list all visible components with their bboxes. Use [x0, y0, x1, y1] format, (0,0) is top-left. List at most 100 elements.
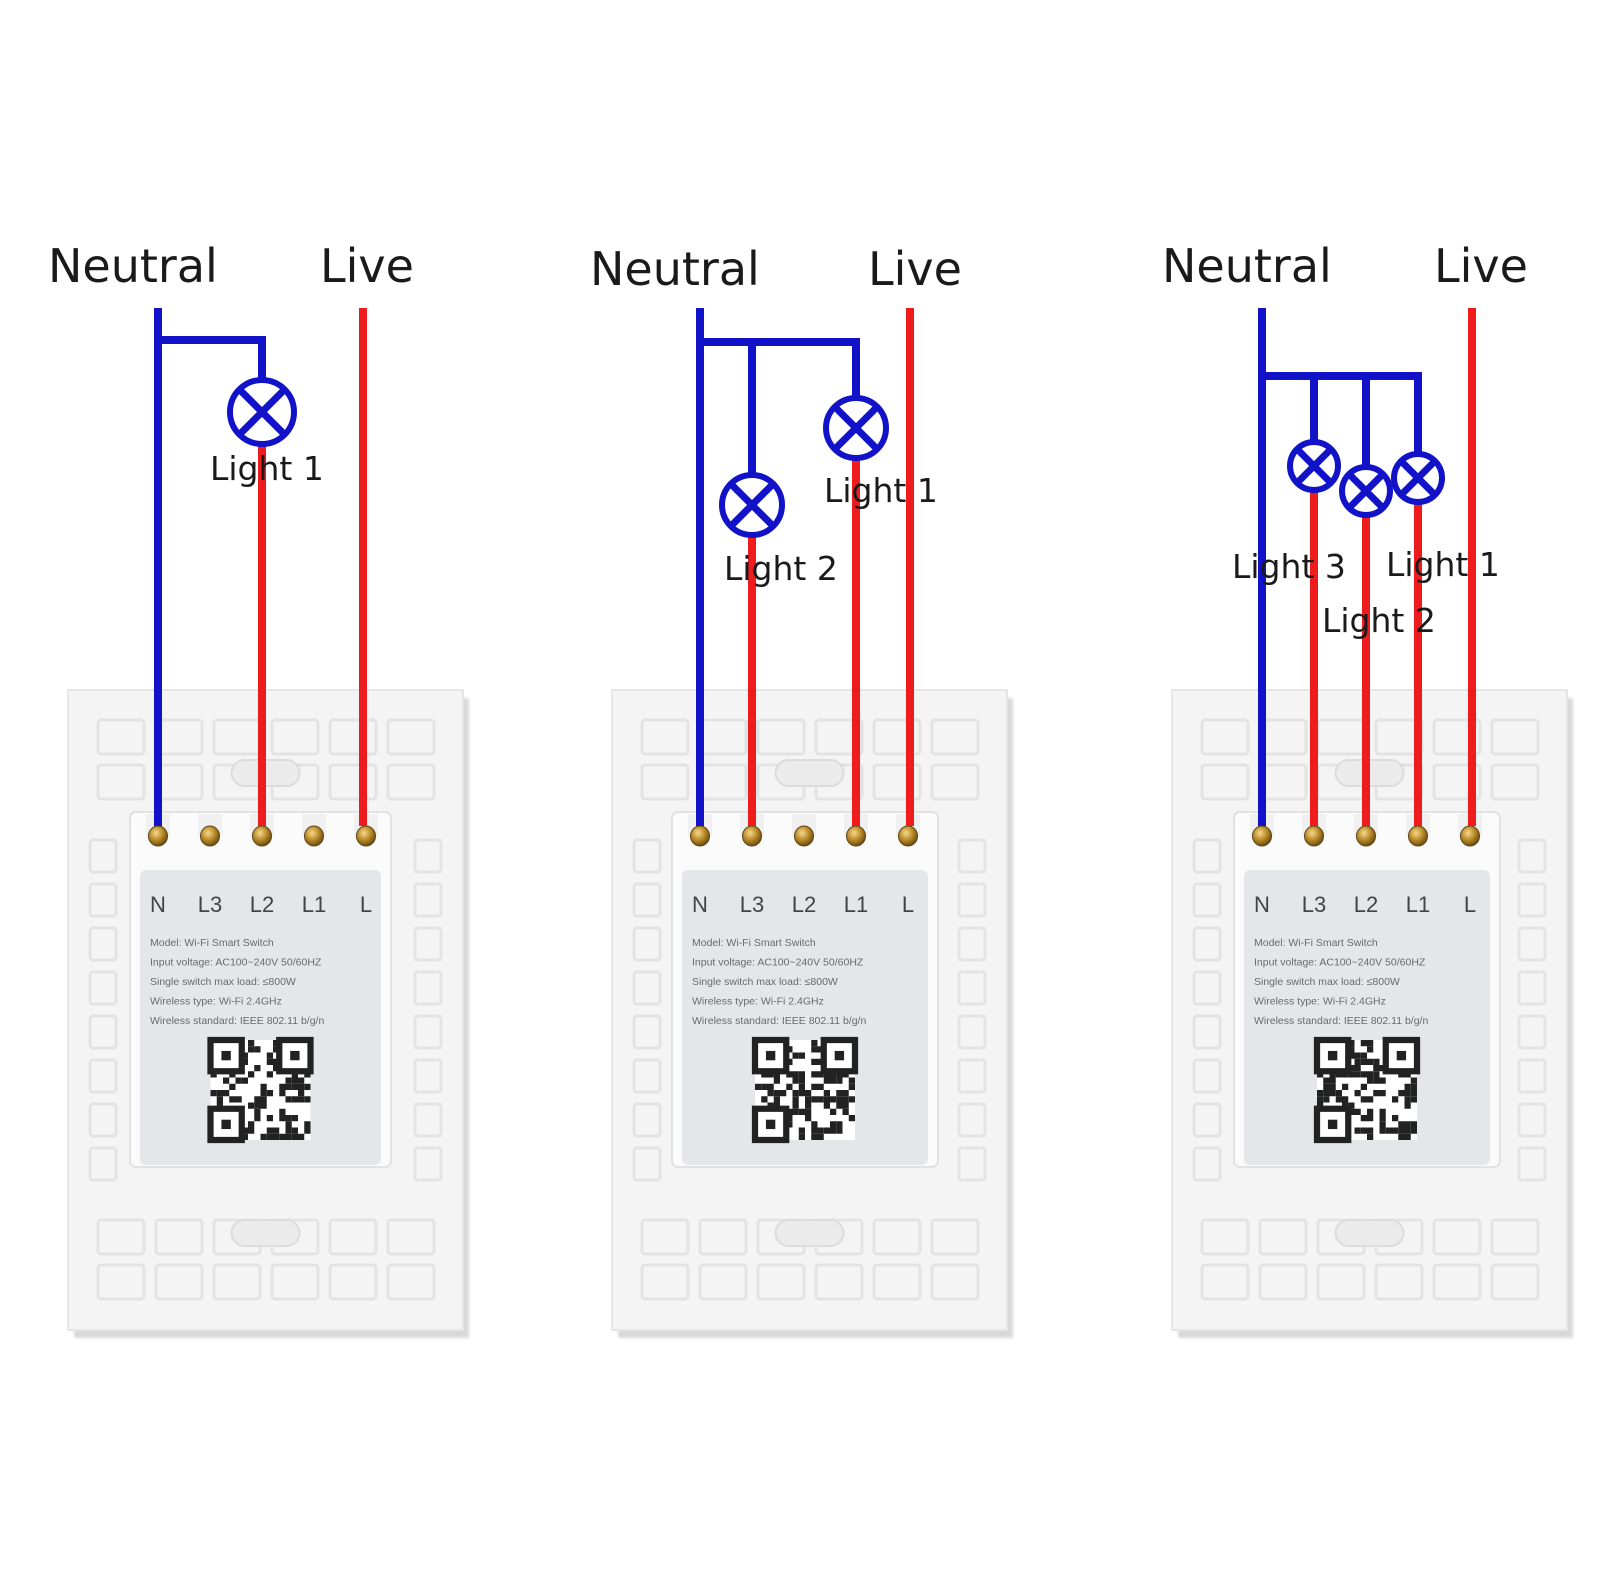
light-label: Light 1: [210, 449, 324, 488]
plate-rib: [1192, 882, 1222, 918]
qr-module: [1392, 1127, 1399, 1134]
qr-module: [773, 1096, 780, 1103]
qr-code-icon: [207, 1036, 314, 1144]
qr-module: [304, 1127, 311, 1134]
qr-module: [1379, 1090, 1386, 1097]
qr-module: [260, 1090, 267, 1097]
qr-module: [798, 1108, 805, 1115]
qr-module: [298, 1133, 305, 1140]
qr-module: [1360, 1071, 1367, 1078]
neutral-label: Neutral: [1162, 239, 1332, 293]
mounting-slot: [774, 759, 845, 787]
qr-module: [1379, 1127, 1386, 1134]
terminal-label-l: L: [902, 892, 914, 917]
qr-module: [798, 1077, 805, 1084]
terminal-label-l: L: [1464, 892, 1476, 917]
spec-line: Wireless standard: IEEE 802.11 b/g/n: [1254, 1015, 1428, 1027]
qr-module: [1317, 1090, 1324, 1097]
terminal-label-n: N: [1254, 892, 1270, 917]
spec-line: Input voltage: AC100~240V 50/60HZ: [1254, 957, 1426, 969]
qr-module: [830, 1077, 837, 1084]
qr-module: [842, 1096, 849, 1103]
lamp-cross-icon: [227, 377, 297, 447]
qr-finder-center: [765, 1119, 776, 1130]
mounting-slot: [1334, 1219, 1405, 1247]
qr-module: [298, 1077, 305, 1084]
terminal-screw-icon: [690, 825, 710, 847]
plate-rib: [640, 763, 690, 801]
qr-module: [773, 1077, 780, 1084]
plate-rib: [328, 763, 378, 801]
plate-rib: [1192, 1014, 1222, 1050]
plate-rib: [88, 1058, 118, 1094]
terminal-screw-icon: [1304, 825, 1324, 847]
plate-rib: [413, 926, 443, 962]
qr-module: [1373, 1071, 1380, 1078]
qr-module: [235, 1077, 242, 1084]
plate-rib: [957, 1014, 987, 1050]
spec-line: Wireless type: Wi-Fi 2.4GHz: [150, 996, 282, 1008]
qr-module: [811, 1096, 818, 1103]
qr-module: [279, 1108, 286, 1115]
terminal-label-l3: L3: [198, 892, 222, 917]
qr-module: [285, 1115, 292, 1122]
plate-rib: [270, 1263, 320, 1301]
qr-finder: [1382, 1036, 1421, 1075]
qr-module: [836, 1096, 843, 1103]
terminal-screw-icon: [200, 825, 220, 847]
qr-module: [291, 1115, 298, 1122]
plate-rib: [930, 1263, 980, 1301]
spec-line: Model: Wi-Fi Smart Switch: [692, 937, 816, 949]
qr-module: [1367, 1040, 1374, 1047]
qr-module: [1329, 1083, 1336, 1090]
plate-rib: [957, 1102, 987, 1138]
qr-module: [792, 1102, 799, 1109]
qr-module: [805, 1090, 812, 1097]
qr-module: [291, 1127, 298, 1134]
qr-module: [1342, 1096, 1349, 1103]
plate-rib: [632, 1058, 662, 1094]
qr-module: [298, 1083, 305, 1090]
plate-rib: [632, 838, 662, 874]
qr-module: [1329, 1077, 1336, 1084]
qr-module: [216, 1096, 223, 1103]
qr-module: [279, 1090, 286, 1097]
plate-rib: [1200, 1263, 1250, 1301]
plate-rib: [814, 718, 864, 756]
qr-module: [836, 1077, 843, 1084]
lamp-cross-stroke: [833, 405, 879, 451]
qr-module: [836, 1090, 843, 1097]
qr-module: [1323, 1090, 1330, 1097]
qr-module: [1373, 1058, 1380, 1065]
terminal-screw-icon: [1408, 825, 1428, 847]
plate-rib: [96, 1263, 146, 1301]
qr-finder-center: [290, 1050, 300, 1061]
qr-module: [830, 1127, 837, 1134]
qr-module: [1354, 1052, 1361, 1059]
terminal-label-l1: L1: [1406, 892, 1430, 917]
qr-module: [266, 1127, 273, 1134]
spec-label: [140, 870, 381, 1165]
qr-module: [1360, 1083, 1367, 1090]
plate-rib: [872, 1218, 922, 1256]
qr-module: [1398, 1090, 1405, 1097]
lamp-cross-icon: [1391, 451, 1445, 505]
qr-module: [836, 1127, 843, 1134]
plate-rib: [698, 1218, 748, 1256]
qr-module: [254, 1102, 261, 1109]
plate-rib: [386, 718, 436, 756]
qr-module: [291, 1096, 298, 1103]
plate-rib: [640, 1218, 690, 1256]
qr-module: [842, 1108, 849, 1115]
plate-rib: [1517, 882, 1547, 918]
plate-rib: [814, 1263, 864, 1301]
qr-module: [1335, 1090, 1342, 1097]
qr-module: [805, 1115, 812, 1122]
qr-module: [1342, 1083, 1349, 1090]
terminal-screw-icon: [742, 825, 762, 847]
qr-code-icon: [751, 1036, 859, 1144]
plate-rib: [1517, 1102, 1547, 1138]
plate-rib: [1490, 1263, 1540, 1301]
light-label: Light 1: [824, 471, 938, 510]
qr-module: [304, 1096, 311, 1103]
